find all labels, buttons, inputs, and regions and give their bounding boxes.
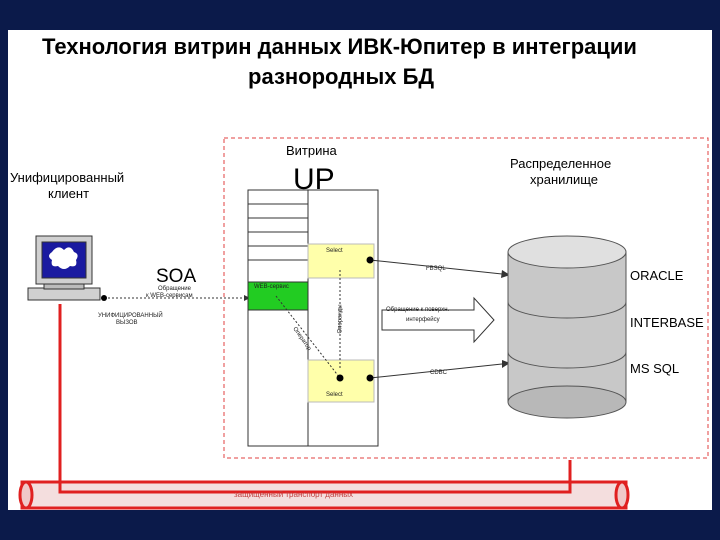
unified-call-line2: ВЫЗОВ xyxy=(116,320,138,326)
slide: Технология витрин данных ИВК-Юпитер в ин… xyxy=(8,30,712,510)
up-brand-label: UP xyxy=(293,163,335,196)
computer-icon xyxy=(27,235,101,301)
soa-dot xyxy=(101,295,107,301)
fbsql-label: FBSQL xyxy=(426,266,446,272)
vitrina-region xyxy=(223,137,709,459)
operands-label: Операнды xyxy=(337,304,344,334)
slide-frame xyxy=(0,0,8,540)
cdbc-label: CDBC xyxy=(430,370,448,376)
cdbc-link xyxy=(369,363,503,379)
select-top-cell xyxy=(307,243,375,279)
query-label-line1: Обращение к поверхн. xyxy=(386,307,450,313)
select-bottom-label: Select xyxy=(326,392,343,398)
storage-label-line1: Распределенное xyxy=(510,156,612,171)
client-label-line1: Унифицированный xyxy=(10,170,125,185)
unified-call-line1: УНИФИЦИРОВАННЫЙ xyxy=(98,313,163,319)
client-pipe-link xyxy=(58,304,572,494)
transport-pipe xyxy=(18,480,630,510)
soa-label: SOA xyxy=(156,266,197,287)
client-label-line2: клиент xyxy=(48,186,90,201)
slide-title-line1: Технология витрин данных ИВК-Юпитер в ин… xyxy=(42,34,637,59)
slide-title-line2: разнородных БД xyxy=(248,64,435,89)
storage-label-line2: хранилище xyxy=(530,172,599,187)
select-top-label: Select xyxy=(326,248,343,254)
fbsql-link xyxy=(369,259,503,275)
interbase-label: INTERBASE xyxy=(630,315,704,330)
vitrina-table xyxy=(247,189,379,447)
pipe-label: защищенный транспорт данных xyxy=(234,490,354,499)
query-arrow xyxy=(381,296,495,344)
web-service-label: WEB-сервис xyxy=(254,284,289,290)
database-stack xyxy=(507,235,627,419)
query-label-line2: интерфейсу xyxy=(406,317,440,323)
mssql-label: MS SQL xyxy=(630,361,680,376)
soa-call-line2: к WEB-сервисам xyxy=(146,293,193,299)
vitrina-label: Витрина xyxy=(286,143,337,158)
web-service-cell xyxy=(247,281,309,311)
soa-call-line1: Обращение xyxy=(158,286,191,292)
diagram-canvas xyxy=(18,137,709,510)
oracle-label: ORACLE xyxy=(630,268,684,283)
